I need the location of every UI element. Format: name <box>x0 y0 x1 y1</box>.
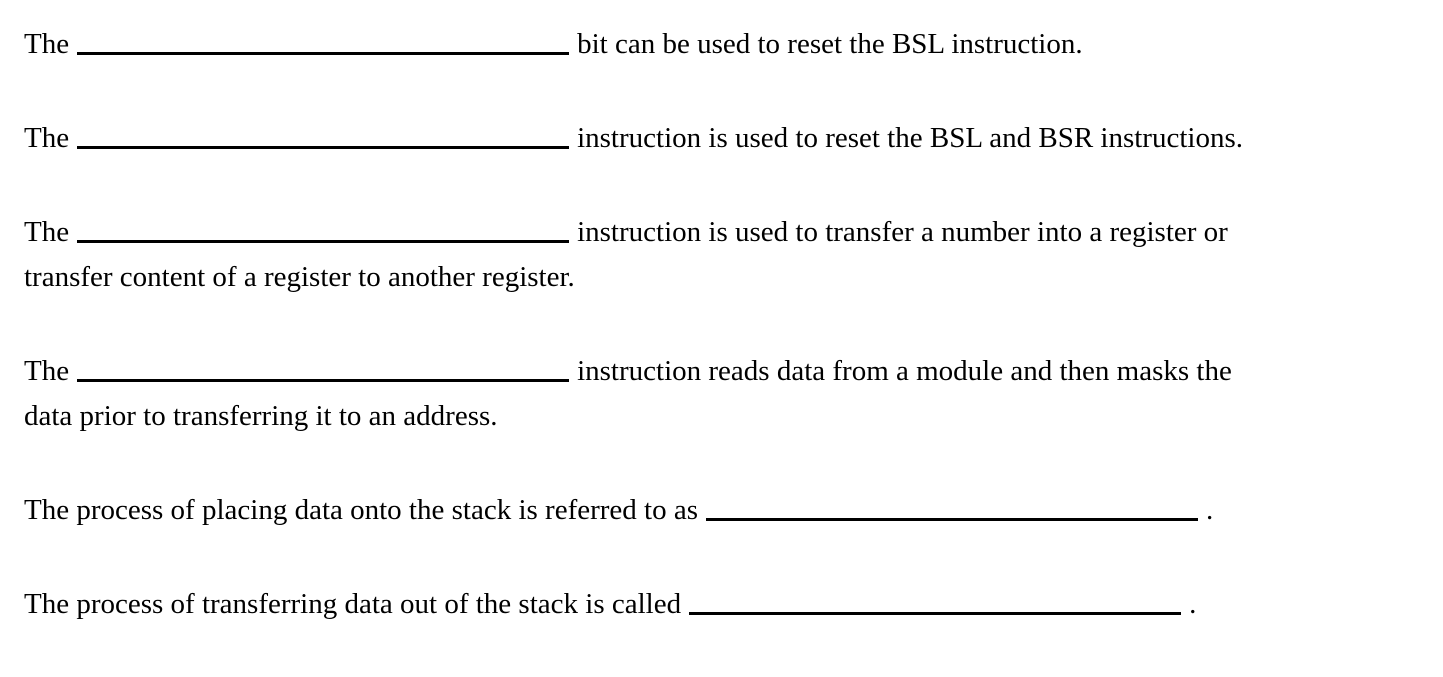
question-6-text-after: . <box>1189 588 1197 620</box>
question-6-text-before: The process of transferring data out of … <box>24 588 682 620</box>
question-5: The process of placing data onto the sta… <box>24 488 1423 533</box>
question-5-text-before: The process of placing data onto the sta… <box>24 494 698 526</box>
question-2: The instruction is used to reset the BSL … <box>24 116 1423 161</box>
question-4-text-line2: data prior to transferring it to an addr… <box>24 400 498 432</box>
question-4-text-after: instruction reads data from a module and… <box>577 355 1232 387</box>
question-2-text-before: The <box>24 122 70 154</box>
question-3-text-after: instruction is used to transfer a number… <box>577 216 1228 248</box>
question-4-text-before: The <box>24 355 70 387</box>
question-3-text-line2: transfer content of a register to anothe… <box>24 261 575 293</box>
question-1-text-after: bit can be used to reset the BSL instruc… <box>577 28 1083 60</box>
question-4-blank-line <box>77 351 570 382</box>
question-3-blank-line <box>77 212 570 243</box>
question-2-blank-line <box>77 118 570 149</box>
question-4: The instruction reads data from a module … <box>24 349 1423 439</box>
question-3-text-before: The <box>24 216 70 248</box>
question-5-text-after: . <box>1206 494 1214 526</box>
question-1-text-before: The <box>24 28 70 60</box>
question-6-blank-line <box>689 584 1182 615</box>
question-6: The process of transferring data out of … <box>24 582 1423 627</box>
question-5-blank-line <box>706 490 1198 521</box>
question-2-text-after: instruction is used to reset the BSL and… <box>577 122 1243 154</box>
question-1-blank-line <box>77 24 570 55</box>
question-3: The instruction is used to transfer a num… <box>24 210 1423 300</box>
question-1: The bit can be used to reset the BSL inst… <box>24 22 1423 67</box>
